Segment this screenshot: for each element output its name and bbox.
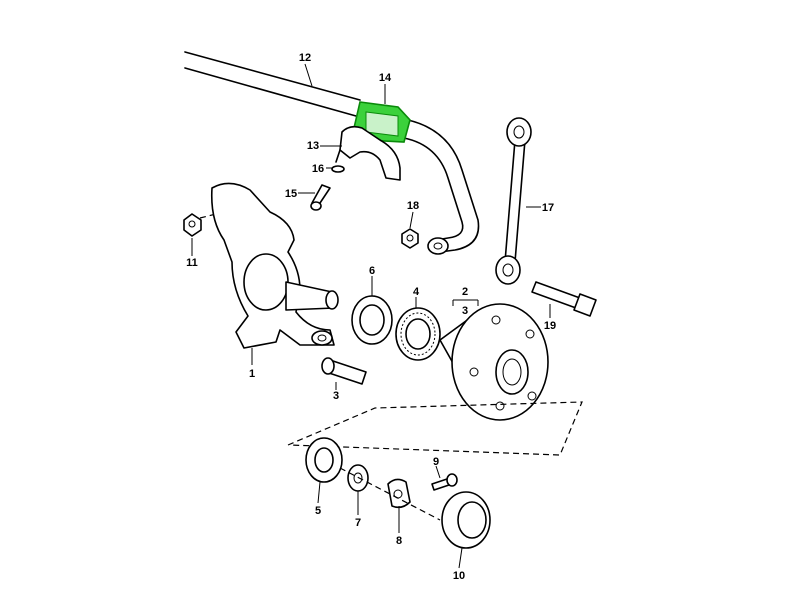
callout-12[interactable]: 12 <box>299 52 311 64</box>
bolt[interactable] <box>310 184 331 211</box>
nut[interactable] <box>387 478 411 509</box>
clip[interactable] <box>331 165 345 173</box>
callout-18[interactable]: 18 <box>407 200 419 212</box>
stabilizer-bar[interactable] <box>184 51 480 255</box>
callout-7[interactable]: 7 <box>355 517 361 529</box>
callout-5[interactable]: 5 <box>315 505 321 517</box>
callout-14[interactable]: 14 <box>379 72 392 84</box>
bolt[interactable] <box>531 281 597 317</box>
callout-11[interactable]: 11 <box>186 257 198 269</box>
screw[interactable] <box>431 473 458 491</box>
callout-17[interactable]: 17 <box>542 202 554 214</box>
dust-cap[interactable] <box>441 491 491 549</box>
callout-13[interactable]: 13 <box>307 140 319 152</box>
callout-6[interactable]: 6 <box>369 265 375 277</box>
callout-16[interactable]: 16 <box>312 163 324 175</box>
callout-3-hub[interactable]: 3 <box>462 305 468 317</box>
steering-knuckle[interactable] <box>210 182 339 349</box>
bearing[interactable] <box>305 437 343 483</box>
callout-4[interactable]: 4 <box>413 286 420 298</box>
hub-assembly[interactable] <box>439 303 549 421</box>
callout-10[interactable]: 10 <box>453 570 465 582</box>
callout-1[interactable]: 1 <box>249 368 255 380</box>
stabilizer-link[interactable] <box>495 117 532 285</box>
seal[interactable] <box>351 295 393 345</box>
callout-9[interactable]: 9 <box>433 456 439 468</box>
bearing[interactable] <box>395 307 441 361</box>
callout-8[interactable]: 8 <box>396 535 402 547</box>
bracket[interactable] <box>335 125 401 181</box>
leader-lines <box>191 63 551 569</box>
callout-19[interactable]: 19 <box>544 320 556 332</box>
callout-3-stud[interactable]: 3 <box>333 390 339 402</box>
nut[interactable] <box>183 213 202 237</box>
callout-15[interactable]: 15 <box>285 188 297 200</box>
callout-2[interactable]: 2 <box>462 286 468 298</box>
nut[interactable] <box>401 228 419 249</box>
wheel-stud[interactable] <box>321 357 367 385</box>
